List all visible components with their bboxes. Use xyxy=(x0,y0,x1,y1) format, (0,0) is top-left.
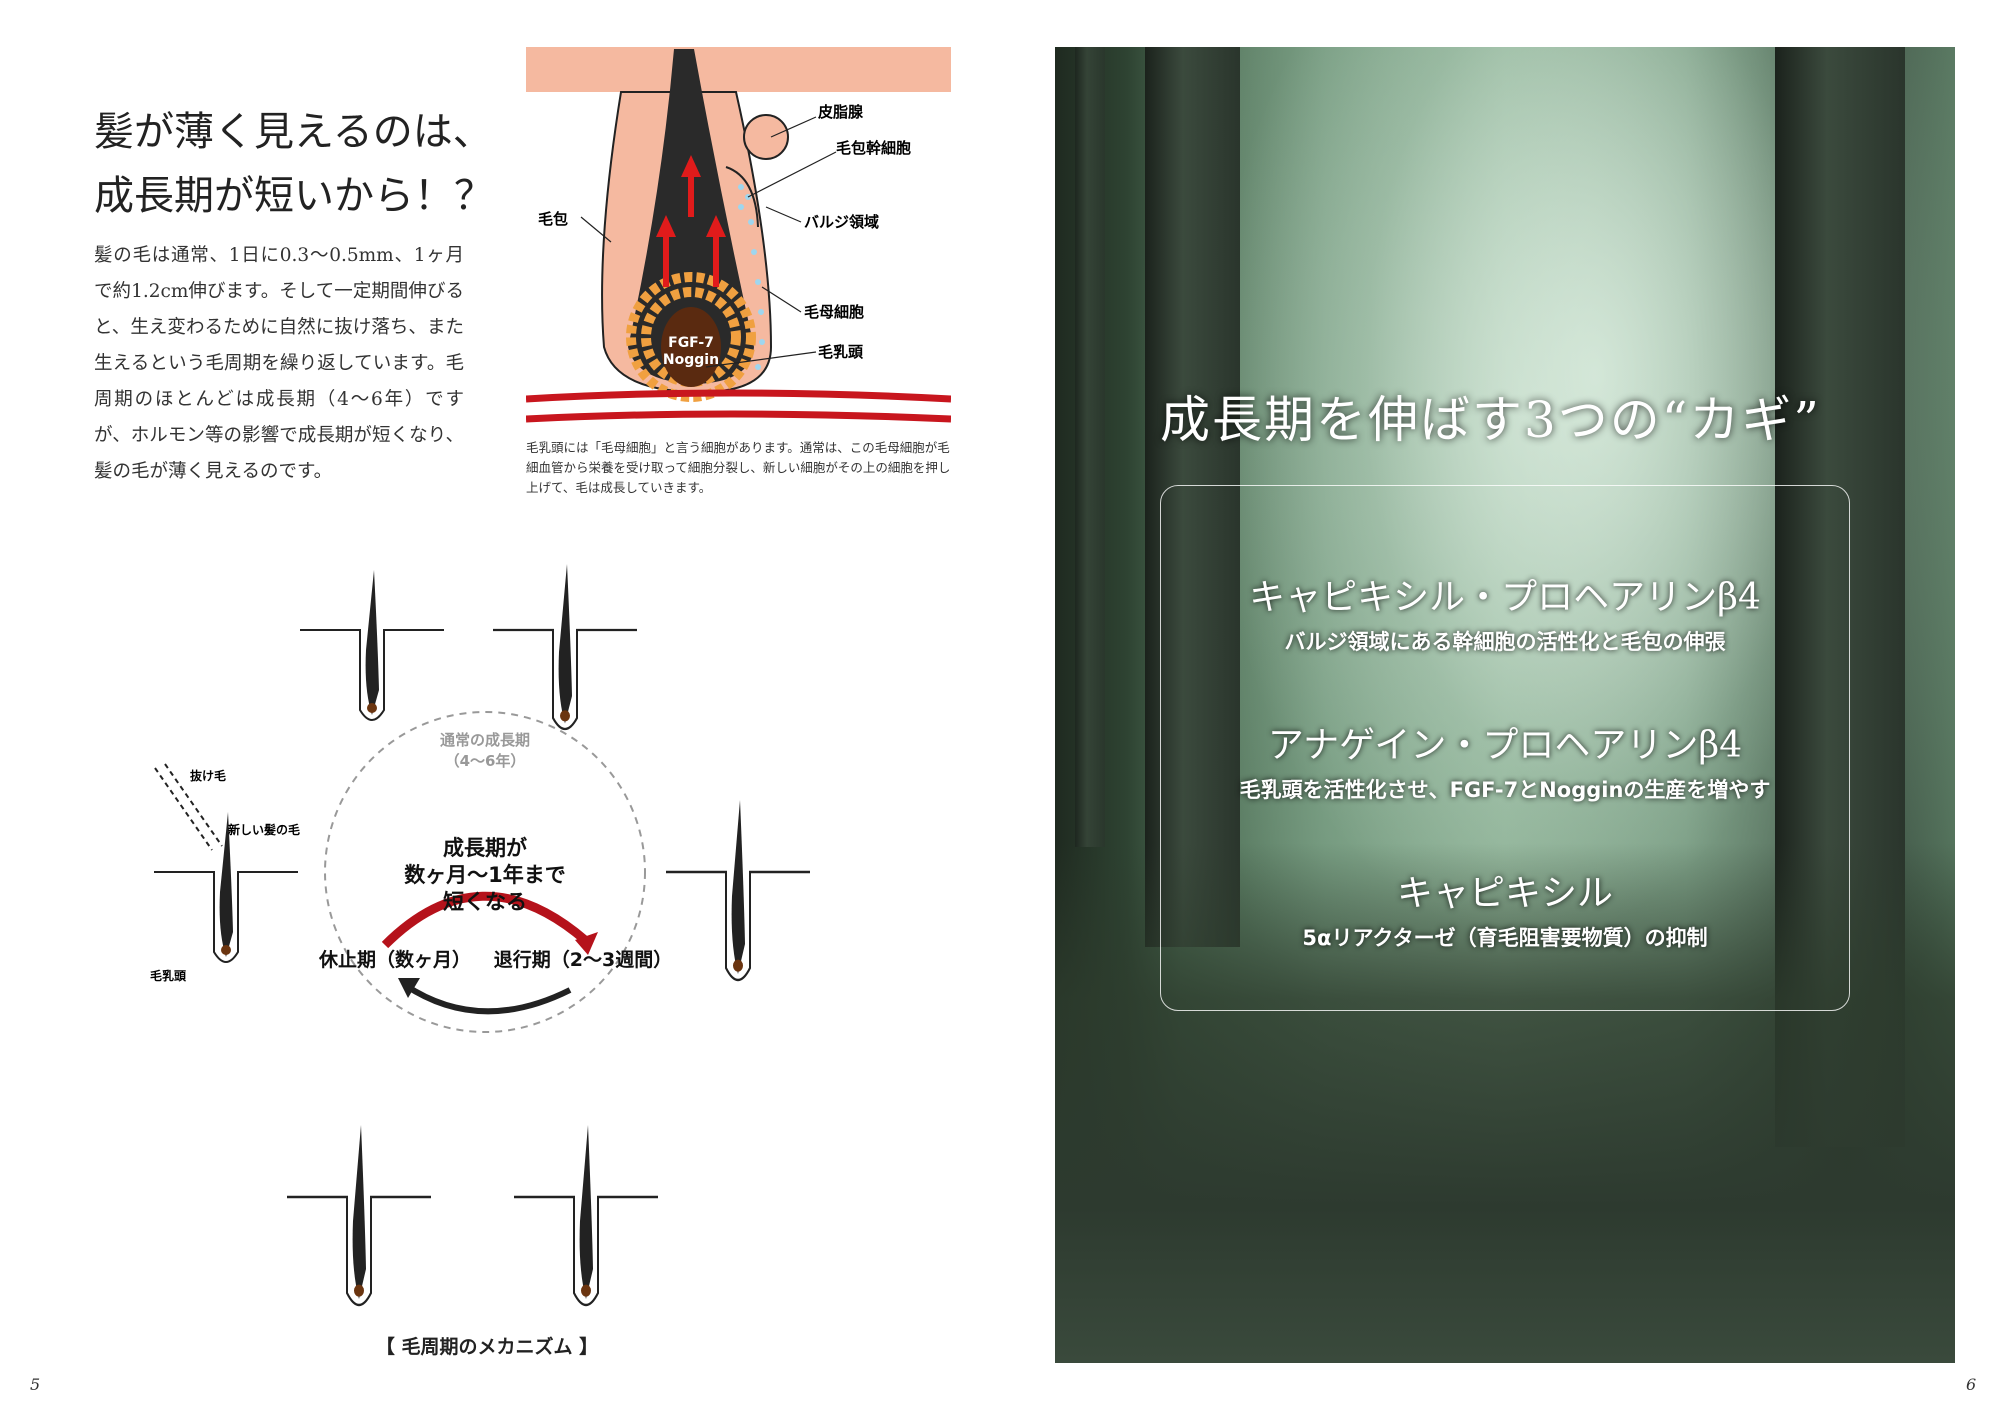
page-number-left: 5 xyxy=(30,1375,41,1394)
new-hair-label: 新しい髪の毛 xyxy=(228,822,300,837)
hair-regression xyxy=(512,1123,660,1307)
key-description: バルジ領域にある幹細胞の活性化と毛包の伸張 xyxy=(1284,630,1726,654)
noggin-label: Noggin xyxy=(663,352,719,368)
fallen-hair-label: 抜け毛 xyxy=(190,768,226,783)
label-sebaceous: 皮脂腺 xyxy=(818,103,864,121)
blood-vessels xyxy=(526,389,951,423)
hair-cycle-diagram: 通常の成長期 （4〜6年） 成長期が 数ヶ月〜1年まで 短くなる 休止期（数ヶ月… xyxy=(150,562,812,1307)
key-description: 毛乳頭を活性化させ、FGF-7とNogginの生産を増やす xyxy=(1239,778,1771,802)
title-line-1: 髪が薄く見えるのは、 xyxy=(94,109,493,155)
forest-photo xyxy=(1055,47,1955,1363)
keys-title: 成長期を伸ばす3つの“カギ” xyxy=(1160,391,1821,449)
key-name: キャピキシル xyxy=(1396,873,1613,914)
resting-arrow xyxy=(403,982,572,1015)
label-bulge: バルジ領域 xyxy=(804,213,879,231)
short-text-3: 短くなる xyxy=(443,890,527,914)
resting-phase-label: 休止期（数ヶ月） xyxy=(318,948,471,971)
short-text-1: 成長期が xyxy=(443,836,527,860)
fallen-hair xyxy=(154,763,223,851)
label-papilla: 毛乳頭 xyxy=(818,343,864,361)
sebaceous-gland xyxy=(743,114,789,160)
label-stem-cell: 毛包幹細胞 xyxy=(836,139,911,157)
normal-cycle-circle xyxy=(324,711,646,1033)
label-follicle: 毛包 xyxy=(538,210,568,228)
growth-arrows xyxy=(656,155,726,287)
keys-box: キャピキシル・プロヘアリンβ4 バルジ領域にある幹細胞の活性化と毛包の伸張 アナ… xyxy=(1160,485,1850,1011)
key-item: キャピキシル・プロヘアリンβ4 バルジ領域にある幹細胞の活性化と毛包の伸張 xyxy=(1161,568,1849,656)
page-number-right: 6 xyxy=(1966,1375,1977,1394)
short-text-2: 数ヶ月〜1年まで xyxy=(404,863,566,887)
key-item: キャピキシル 5αリアクターゼ（育毛阻害要物質）の抑制 xyxy=(1161,864,1849,952)
normal-cycle-years: （4〜6年） xyxy=(445,752,526,770)
follicle-diagram: FGF-7 Noggin 皮脂腺 毛包幹細胞 バルジ領域 毛包 毛母細胞 毛乳頭 xyxy=(526,47,951,423)
title-line-2: 成長期が短いから！？ xyxy=(94,173,494,219)
label-matrix: 毛母細胞 xyxy=(804,303,864,321)
normal-cycle-label: 通常の成長期 xyxy=(440,731,530,749)
hair-growth-early xyxy=(299,569,445,721)
hair-resting xyxy=(285,1123,433,1307)
hair-growth-mid xyxy=(491,562,639,731)
follicle-caption: 毛乳頭には「毛母細胞」と言う細胞があります。通常は、この毛母細胞が毛細血管から栄… xyxy=(526,440,951,495)
stem-cells xyxy=(738,184,765,370)
short-cycle-arrow xyxy=(381,891,588,949)
papilla-label: 毛乳頭 xyxy=(150,968,187,983)
key-name: アナゲイン・プロヘアリンβ4 xyxy=(1267,725,1743,766)
key-name: キャピキシル・プロヘアリンβ4 xyxy=(1249,577,1761,618)
hair-cycle-caption: 【 毛周期のメカニズム 】 xyxy=(375,1336,599,1358)
key-item: アナゲイン・プロヘアリンβ4 毛乳頭を活性化させ、FGF-7とNogginの生産… xyxy=(1161,716,1849,804)
page-title: 髪が薄く見えるのは、 成長期が短いから！？ xyxy=(94,100,494,228)
key-description: 5αリアクターゼ（育毛阻害要物質）の抑制 xyxy=(1302,926,1708,950)
fgf7-label: FGF-7 xyxy=(668,335,714,351)
hair-growth-full xyxy=(664,798,812,982)
regression-phase-label: 退行期（2〜3週間） xyxy=(494,948,672,971)
body-text: 髪の毛は通常、1日に0.3〜0.5mm、1ヶ月で約1.2cm伸びます。そして一定… xyxy=(94,245,464,482)
